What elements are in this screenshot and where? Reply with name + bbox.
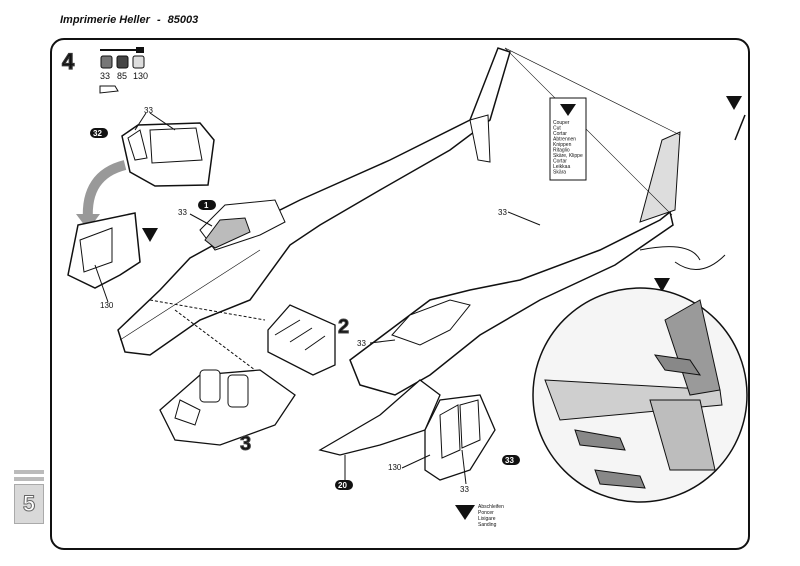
page-number: 5 [14, 484, 44, 524]
cut-icon [142, 96, 742, 292]
seat-group-2-label: 2 [338, 316, 349, 338]
cut-note-line: Skäre, Klippe [553, 153, 583, 159]
door-frame-paint-label: 33 [460, 485, 469, 494]
glue-tube-icon [99, 85, 119, 94]
right-fuselage-assembly: 33 33 20 33 130 33 [318, 131, 681, 494]
paint-code-2: 85 [117, 71, 127, 81]
cut-note-line: Cut [553, 126, 561, 132]
seat-group-3-label: 3 [240, 433, 251, 455]
publisher-name: Imprimerie Heller [60, 14, 150, 26]
windshield-paint-label: 33 [144, 106, 153, 115]
curved-arrow-icon [82, 160, 127, 221]
sanding-note-line: Sanding [478, 522, 497, 528]
part-20-badge: 20 [338, 481, 347, 490]
page-tab: 5 [14, 470, 44, 536]
paint-code-1: 33 [100, 71, 110, 81]
fuselage-paint-label: 33 [357, 339, 366, 348]
cut-note-line: Leikkaa [553, 164, 570, 170]
right-door-paint-label: 130 [388, 463, 402, 472]
cut-note-line: Knippen [553, 142, 572, 148]
kit-code: 85003 [167, 14, 199, 26]
cut-note-line: Ritaglio [553, 148, 570, 154]
document-header: Imprimerie Heller - 85003 [60, 14, 198, 26]
instruction-frame [50, 38, 750, 550]
tail-paint-label: 33 [498, 208, 507, 217]
cut-note-line: Couper [553, 120, 570, 126]
part-33-badge: 33 [505, 456, 514, 465]
windshield-part: 33 32 [90, 106, 215, 187]
part-1-badge: 1 [204, 201, 209, 210]
left-door-paint-label: 130 [100, 301, 114, 310]
cabin-floor-part: 3 [159, 369, 296, 456]
cut-note: CouperCutCortarAbtrennenKnippenRitaglioS… [549, 97, 587, 181]
cut-note-line: Cortar [553, 131, 567, 137]
paint-code-3: 130 [133, 71, 148, 81]
cut-note-icon [560, 104, 576, 116]
sanding-note-line: Poncer [478, 510, 494, 516]
part-32-badge: 32 [93, 129, 102, 138]
cut-note-line: Cortar [553, 159, 567, 165]
cut-note-line: Skära [553, 170, 566, 176]
paint-legend: 33 85 130 [99, 47, 148, 94]
left-door-part: 130 [67, 212, 141, 310]
header-separator: - [156, 14, 161, 26]
rear-seat-part: 2 [267, 304, 350, 376]
sanding-note-line: Lixigare [478, 516, 496, 522]
sanding-note-line: Abschleifen [478, 504, 504, 510]
sanding-icon [455, 505, 475, 520]
tail-detail-inset [532, 287, 748, 503]
paint-pot-icon [100, 55, 145, 69]
cabin-paint-label: 33 [178, 208, 187, 217]
cut-note-line: Abtrennen [553, 137, 576, 143]
left-fuselage-half: 33 1 [117, 47, 511, 356]
step-number: 4 [62, 49, 75, 74]
